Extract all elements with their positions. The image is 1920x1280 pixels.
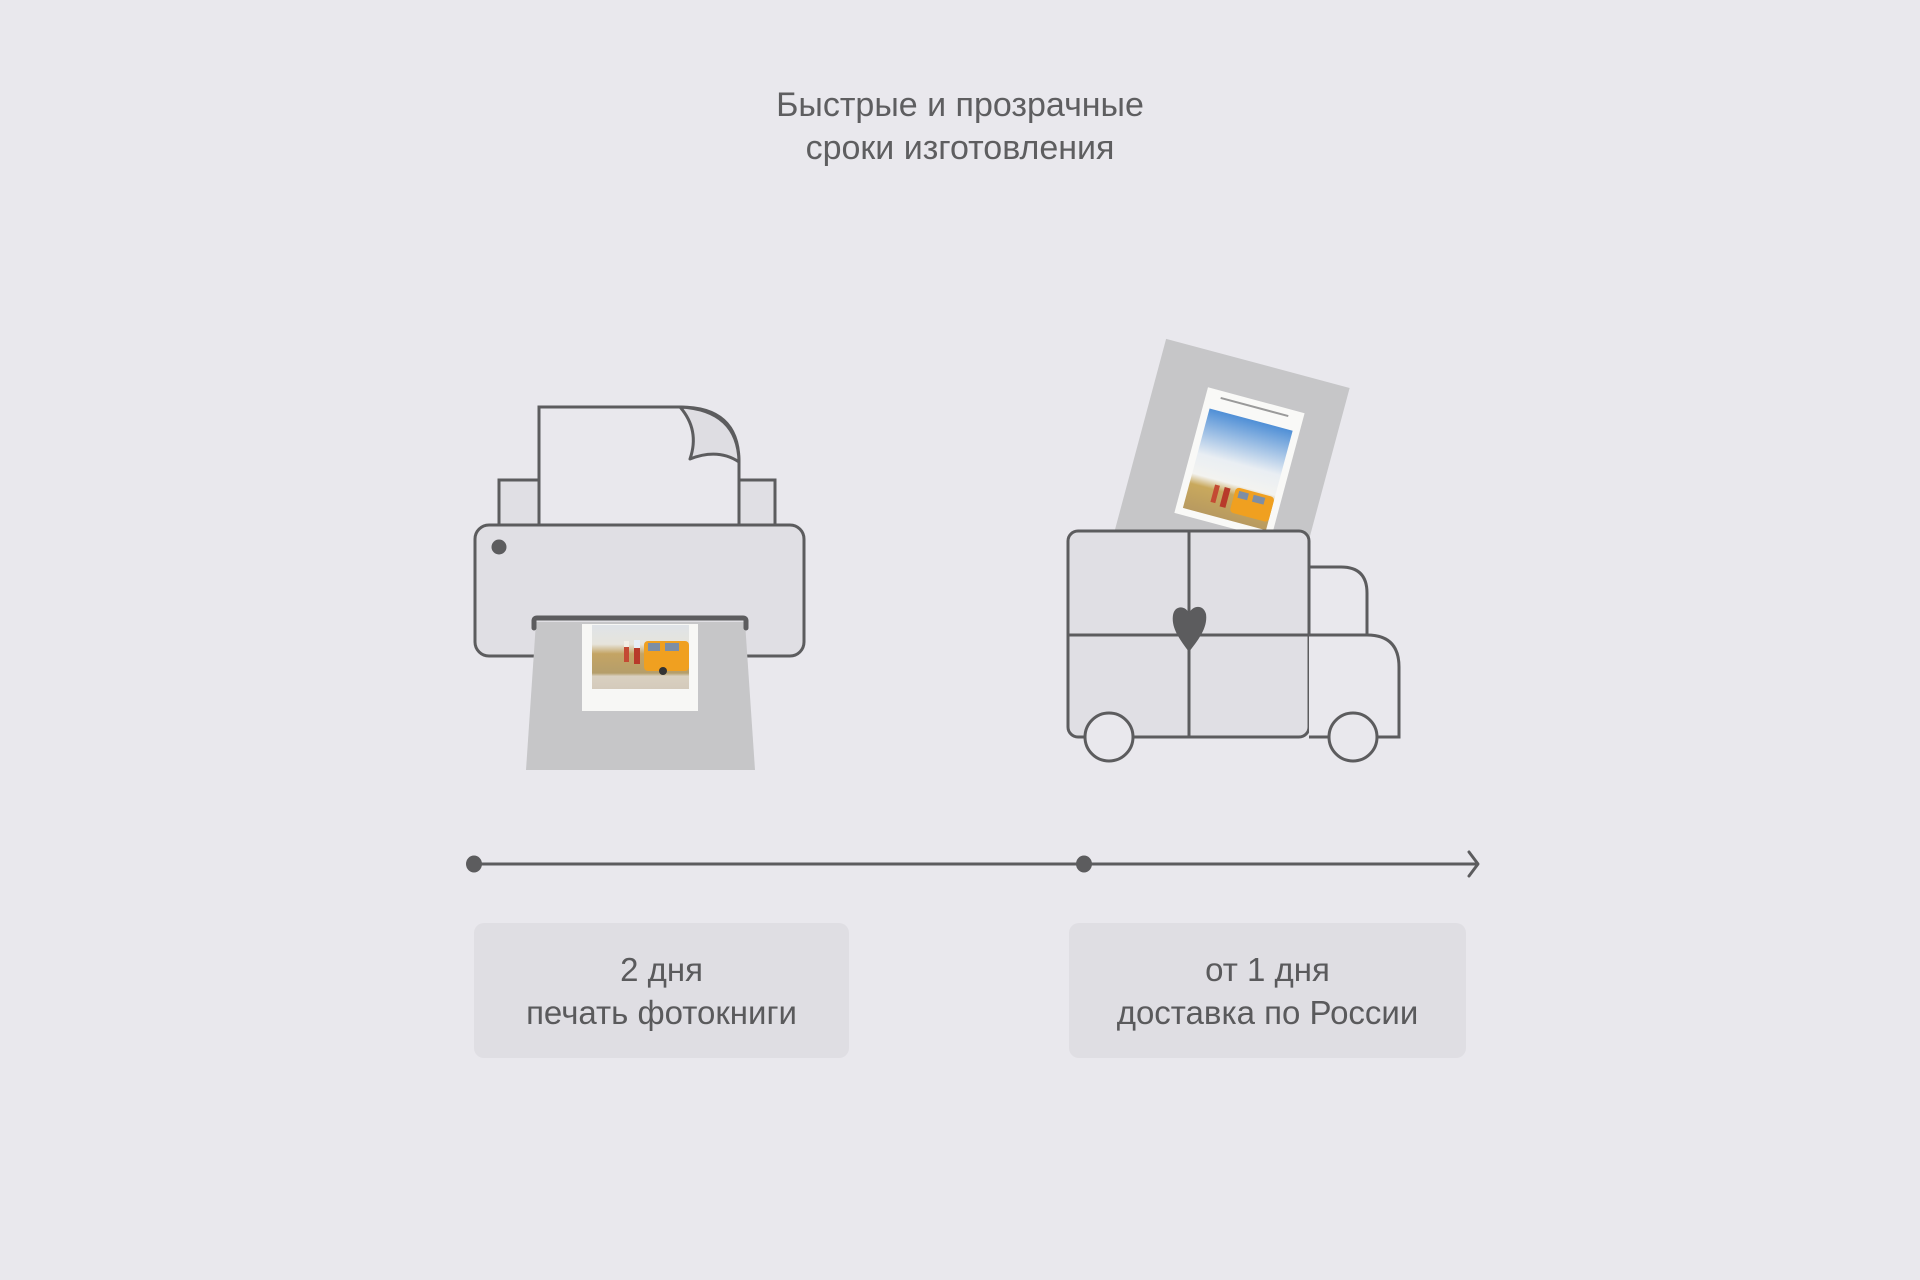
heart-icon bbox=[1172, 606, 1207, 652]
stage-label-delivery: от 1 дня доставка по России bbox=[1069, 923, 1466, 1058]
stage-duration: от 1 дня bbox=[1205, 950, 1330, 988]
printer-slot bbox=[531, 615, 749, 631]
cover-title-text bbox=[1220, 396, 1289, 418]
page-title: Быстрые и прозрачные сроки изготовления bbox=[0, 84, 1920, 170]
timeline bbox=[466, 850, 1480, 878]
title-line-1: Быстрые и прозрачные bbox=[776, 86, 1144, 124]
printer-icon bbox=[473, 405, 806, 770]
title-line-2: сроки изготовления bbox=[805, 129, 1115, 167]
timeline-dot-start bbox=[466, 855, 482, 873]
stage-label-printing: 2 дня печать фотокниги bbox=[474, 923, 849, 1058]
truck-cab bbox=[1309, 633, 1401, 739]
truck-cab-top bbox=[1309, 565, 1369, 635]
truck-wheel-rear bbox=[1083, 711, 1135, 763]
arrow-right-icon bbox=[1467, 850, 1480, 878]
timeline-dot-mid bbox=[1076, 855, 1092, 873]
stage-duration: 2 дня bbox=[620, 950, 703, 988]
paper-curl bbox=[678, 405, 741, 464]
stage-description: доставка по России bbox=[1116, 993, 1419, 1031]
printer-power-light bbox=[491, 539, 507, 555]
truck-wheel-front bbox=[1327, 711, 1379, 763]
printer-tray-right bbox=[737, 478, 777, 527]
printer-tray-left bbox=[497, 478, 541, 527]
delivery-truck-icon bbox=[1066, 338, 1401, 763]
stage-description: печать фотокниги bbox=[526, 993, 797, 1031]
